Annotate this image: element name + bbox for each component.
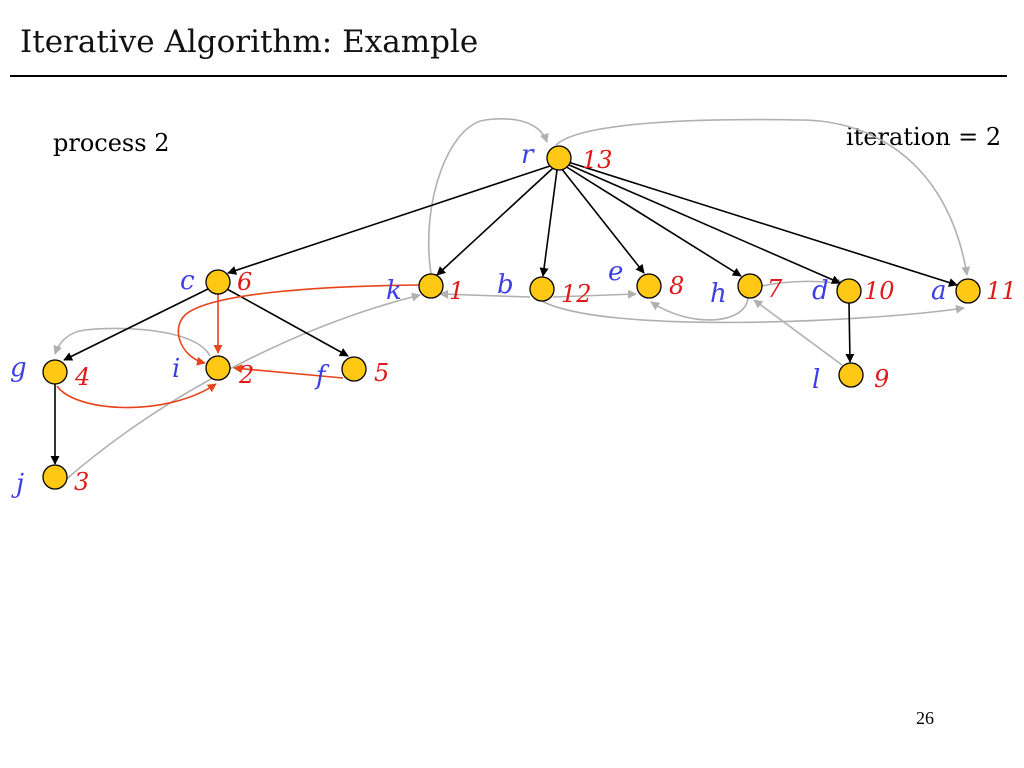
- node-label-r: r: [521, 140, 535, 170]
- node-g: [42, 359, 68, 385]
- edge-r-c: [227, 165, 551, 275]
- edge-j-k: [62, 292, 421, 483]
- edge-r-d: [566, 163, 841, 284]
- edge-g-i: [56, 383, 217, 409]
- process-status: process 2: [53, 129, 170, 157]
- iteration-counter: iteration = 2: [846, 123, 1002, 151]
- node-label-b: b: [497, 270, 514, 300]
- node-label-j: j: [11, 469, 24, 499]
- node-label-c: c: [180, 266, 195, 296]
- edge-i-g: [53, 327, 211, 357]
- node-i: [205, 355, 231, 381]
- node-f: [341, 356, 367, 382]
- node-h: [737, 273, 763, 299]
- node-e: [636, 273, 662, 299]
- node-label-g: g: [10, 353, 27, 383]
- node-label-d: d: [812, 276, 829, 306]
- node-label-l: l: [812, 365, 820, 395]
- edge-k-r: [427, 118, 549, 275]
- node-number-e: 8: [669, 272, 684, 300]
- node-label-e: e: [608, 257, 623, 287]
- node-k: [418, 273, 444, 299]
- node-number-l: 9: [874, 365, 889, 393]
- node-number-j: 3: [74, 468, 89, 496]
- node-number-c: 6: [237, 268, 252, 296]
- node-number-k: 1: [449, 277, 464, 305]
- edge-d-l: [845, 302, 855, 363]
- node-a: [955, 278, 981, 304]
- node-b: [529, 276, 555, 302]
- node-r: [546, 145, 572, 171]
- edge-r-e: [560, 167, 645, 274]
- edge-h-e: [650, 297, 749, 321]
- page-number: 26: [916, 708, 934, 728]
- node-c: [205, 269, 231, 295]
- node-number-h: 7: [767, 275, 783, 303]
- node-label-h: h: [710, 279, 727, 309]
- edge-b-e: [552, 289, 637, 299]
- node-number-g: 4: [74, 363, 90, 391]
- node-j: [42, 464, 68, 490]
- node-number-r: 13: [582, 146, 613, 174]
- edge-r-h: [564, 165, 742, 277]
- edge-c-g: [63, 287, 211, 361]
- node-number-f: 5: [374, 359, 389, 387]
- edge-b-k: [439, 289, 531, 299]
- edge-b-a: [539, 299, 965, 324]
- node-number-i: 2: [238, 361, 254, 389]
- title-divider: [10, 75, 1007, 77]
- node-d: [836, 278, 862, 304]
- node-l: [838, 362, 864, 388]
- node-label-a: a: [931, 276, 947, 306]
- edge-f-i: [233, 364, 344, 379]
- edge-c-f: [226, 288, 349, 357]
- edge-r-a: [567, 161, 958, 287]
- node-number-b: 12: [561, 280, 592, 308]
- node-number-d: 10: [864, 277, 895, 305]
- edge-r-b: [539, 169, 558, 277]
- node-label-i: i: [172, 354, 180, 384]
- edge-r-k: [436, 167, 554, 276]
- node-label-k: k: [386, 276, 402, 306]
- edge-r-a: [555, 118, 971, 276]
- edge-l-h: [753, 299, 843, 366]
- edge-k-i: [177, 284, 420, 366]
- node-number-a: 11: [986, 277, 1017, 305]
- slide-title: Iterative Algorithm: Example: [20, 24, 479, 60]
